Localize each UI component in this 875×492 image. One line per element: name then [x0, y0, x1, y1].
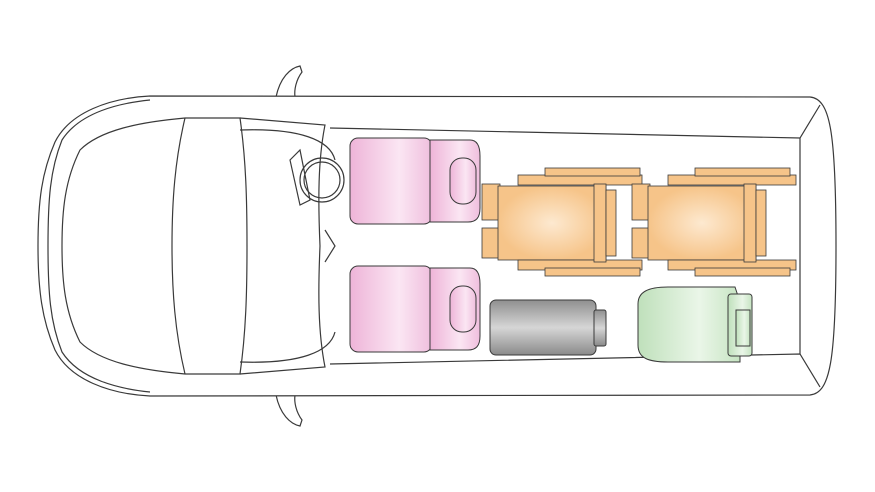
passenger-seat [349, 265, 481, 353]
wheelchair-2 [631, 167, 797, 277]
driver-seat [349, 137, 481, 225]
folded-seat [489, 299, 607, 356]
left-mirror [275, 65, 303, 98]
rear-seat [637, 286, 753, 363]
right-mirror [275, 394, 303, 427]
steering-wheel [299, 157, 345, 203]
wheelchair-1 [481, 167, 643, 277]
